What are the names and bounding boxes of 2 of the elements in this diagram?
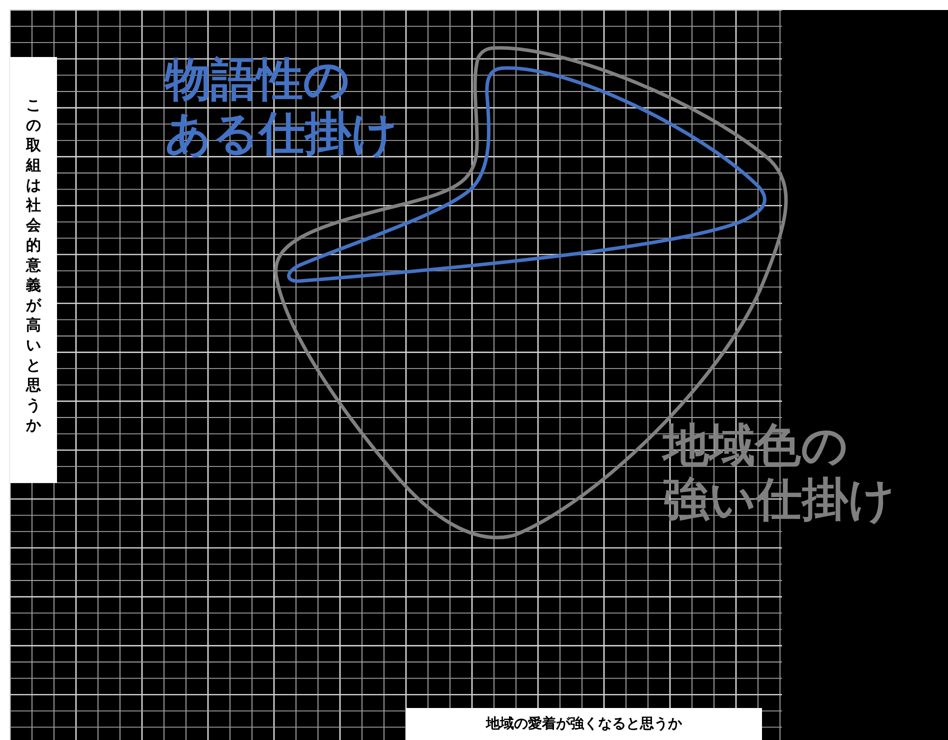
axis-title: この取組は社会的意義が高いと思うか <box>26 95 42 436</box>
axis-title: 地域の愛着が強くなると思うか <box>486 715 682 733</box>
